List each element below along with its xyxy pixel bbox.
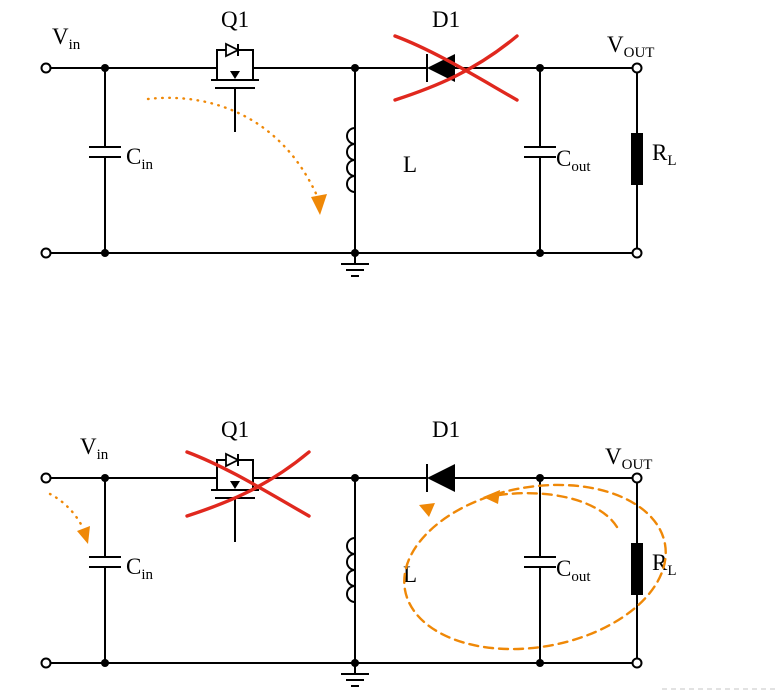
rl-label: RL: [652, 140, 677, 169]
d1-diode-symbol: [426, 463, 456, 493]
junction-dots: [101, 64, 544, 257]
arrowhead-icon: [77, 526, 90, 544]
cout-capacitor-symbol: [523, 556, 557, 568]
junction-dots: [101, 474, 544, 667]
current-flow-arrow: [146, 96, 327, 215]
vout-label: VOUT: [607, 32, 654, 61]
cin-label: Cin: [126, 144, 154, 173]
vin-label: Vin: [80, 434, 109, 463]
cout-label: Cout: [556, 556, 591, 585]
cout-capacitor-symbol: [523, 146, 557, 158]
q1-cross-out-icon: [185, 450, 311, 518]
l-inductor-symbol: [346, 537, 356, 603]
arrowhead-icon: [483, 490, 500, 504]
arrowhead-icon: [311, 194, 327, 215]
cin-capacitor-symbol: [88, 146, 122, 158]
cin-capacitor-symbol: [88, 556, 122, 568]
ground-symbol: [340, 263, 370, 277]
circuit-state-q1-off: Vin Q1 D1 VOUT Cin L Cout RL: [40, 417, 677, 687]
rl-resistor-symbol: [631, 133, 643, 185]
circuit-state-q1-on: Vin Q1 D1 VOUT Cin L Cout RL: [40, 7, 677, 277]
vout-label: VOUT: [605, 444, 652, 473]
q1-label: Q1: [221, 417, 249, 442]
cin-label: Cin: [126, 554, 154, 583]
q1-label: Q1: [221, 7, 249, 32]
l-inductor-symbol: [346, 127, 356, 193]
cout-label: Cout: [556, 146, 591, 175]
input-current-arrow: [48, 492, 90, 544]
d1-label: D1: [432, 7, 460, 32]
vin-label: Vin: [52, 24, 81, 53]
ground-symbol: [340, 673, 370, 687]
rl-resistor-symbol: [631, 543, 643, 595]
arrowhead-icon: [419, 503, 435, 517]
l-label: L: [403, 152, 417, 177]
wires: [50, 477, 638, 674]
d1-label: D1: [432, 417, 460, 442]
freewheel-current-loop: [403, 483, 667, 651]
